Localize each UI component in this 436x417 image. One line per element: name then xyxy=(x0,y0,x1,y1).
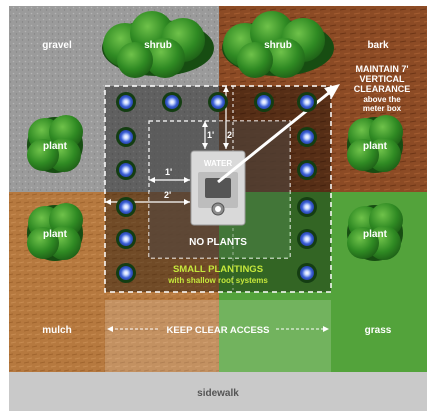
flower-icon xyxy=(297,127,317,147)
small-plantings-title: SMALL PLANTINGS xyxy=(173,264,263,275)
small-plantings-flowers xyxy=(116,92,317,283)
flower-icon xyxy=(116,263,136,283)
keep-clear-strip xyxy=(105,300,331,372)
flower-icon xyxy=(116,197,136,217)
clearance-line-4: above the xyxy=(363,95,401,104)
flower-icon xyxy=(116,160,136,180)
plant-3-icon xyxy=(27,203,83,261)
mulch-label: mulch xyxy=(42,325,71,336)
flower-icon xyxy=(297,160,317,180)
grass-label: grass xyxy=(365,325,392,336)
dimension-1ft-side-label: 1' xyxy=(165,167,172,177)
flower-icon xyxy=(297,92,317,112)
clearance-line-5: meter box xyxy=(363,104,402,113)
dimension-1ft-top-label: 1' xyxy=(207,130,214,140)
plant-2-label: plant xyxy=(363,141,388,152)
flower-icon xyxy=(297,197,317,217)
clearance-note: MAINTAIN 7' VERTICAL CLEARANCE above the… xyxy=(354,64,411,113)
shrub-right-label: shrub xyxy=(264,40,292,51)
small-plantings-subtitle: with shallow root systems xyxy=(167,276,268,285)
shrub-left-label: shrub xyxy=(144,40,172,51)
plant-2-icon xyxy=(347,115,403,173)
plant-3-label: plant xyxy=(43,229,68,240)
flower-icon xyxy=(116,229,136,249)
plant-4-icon xyxy=(347,203,403,261)
flower-icon xyxy=(297,263,317,283)
plant-1-icon xyxy=(27,115,83,173)
shrub-right-icon xyxy=(222,11,334,78)
flower-icon xyxy=(162,92,182,112)
clearance-line-1: MAINTAIN 7' xyxy=(356,64,409,74)
no-plants-label: NO PLANTS xyxy=(189,237,247,248)
gravel-label: gravel xyxy=(42,40,72,51)
keep-clear-label: KEEP CLEAR ACCESS xyxy=(167,325,270,336)
bark-label: bark xyxy=(367,40,389,51)
flower-icon xyxy=(208,92,228,112)
meter-label: WATER xyxy=(204,159,233,168)
keep-clear-arrow xyxy=(107,326,329,332)
dimension-1ft-top xyxy=(202,121,208,149)
plant-1-label: plant xyxy=(43,141,68,152)
flower-icon xyxy=(116,92,136,112)
flower-icon xyxy=(116,127,136,147)
dimension-2ft-side-label: 2' xyxy=(164,190,171,200)
flower-icon xyxy=(297,229,317,249)
no-plants-border xyxy=(148,120,291,259)
sidewalk-zone xyxy=(9,372,427,411)
small-plantings-border xyxy=(104,85,332,293)
sidewalk-label: sidewalk xyxy=(197,388,239,399)
plant-4-label: plant xyxy=(363,229,388,240)
dimension-1ft-side xyxy=(149,177,190,183)
shrub-left-icon xyxy=(102,11,214,78)
dimension-2ft-top-label: 2' xyxy=(227,130,234,140)
clearance-line-2: VERTICAL xyxy=(360,74,406,84)
clearance-line-3: CLEARANCE xyxy=(354,84,411,94)
flower-icon xyxy=(254,92,274,112)
